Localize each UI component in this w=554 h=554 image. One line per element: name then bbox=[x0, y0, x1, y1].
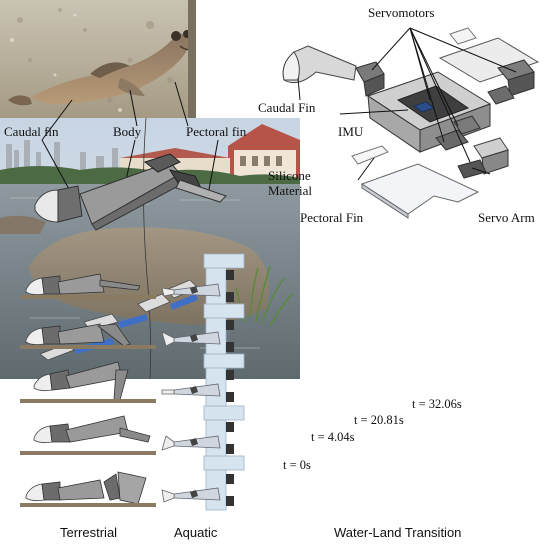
caudal-fin-label: Caudal fin bbox=[4, 124, 59, 139]
body-label: Body bbox=[113, 124, 142, 139]
servo-arm-label: Servo Arm bbox=[478, 210, 535, 225]
pectoral-fin-part-label: Pectoral Fin bbox=[300, 210, 364, 225]
time-label-0: t = 0s bbox=[283, 458, 311, 472]
terrestrial-frame-3 bbox=[20, 361, 156, 403]
terrestrial-sequence bbox=[20, 273, 156, 507]
time-label-2: t = 20.81s bbox=[354, 413, 404, 427]
time-label-3: t = 32.06s bbox=[412, 397, 462, 411]
transition-caption: Water-Land Transition bbox=[334, 525, 462, 540]
caudal-fin-part-label: Caudal Fin bbox=[258, 100, 316, 115]
terrestrial-caption: Terrestrial bbox=[60, 525, 118, 540]
mudskipper-photo bbox=[0, 0, 196, 118]
aquatic-caption: Aquatic bbox=[174, 525, 218, 540]
silicone-label: Silicone Material bbox=[268, 168, 313, 198]
terrestrial-frame-1 bbox=[20, 273, 156, 299]
terrestrial-frame-5 bbox=[20, 471, 156, 507]
aquatic-sequence bbox=[161, 253, 245, 511]
terrestrial-frame-2 bbox=[20, 323, 156, 349]
servomotors-label: Servomotors bbox=[368, 5, 435, 20]
terrestrial-frame-4 bbox=[20, 415, 156, 455]
time-label-1: t = 4.04s bbox=[311, 430, 355, 444]
pectoral-fin-label: Pectoral fin bbox=[186, 124, 247, 139]
exploded-view bbox=[282, 27, 540, 219]
robot-model-side bbox=[34, 153, 227, 231]
imu-label: IMU bbox=[338, 124, 364, 139]
